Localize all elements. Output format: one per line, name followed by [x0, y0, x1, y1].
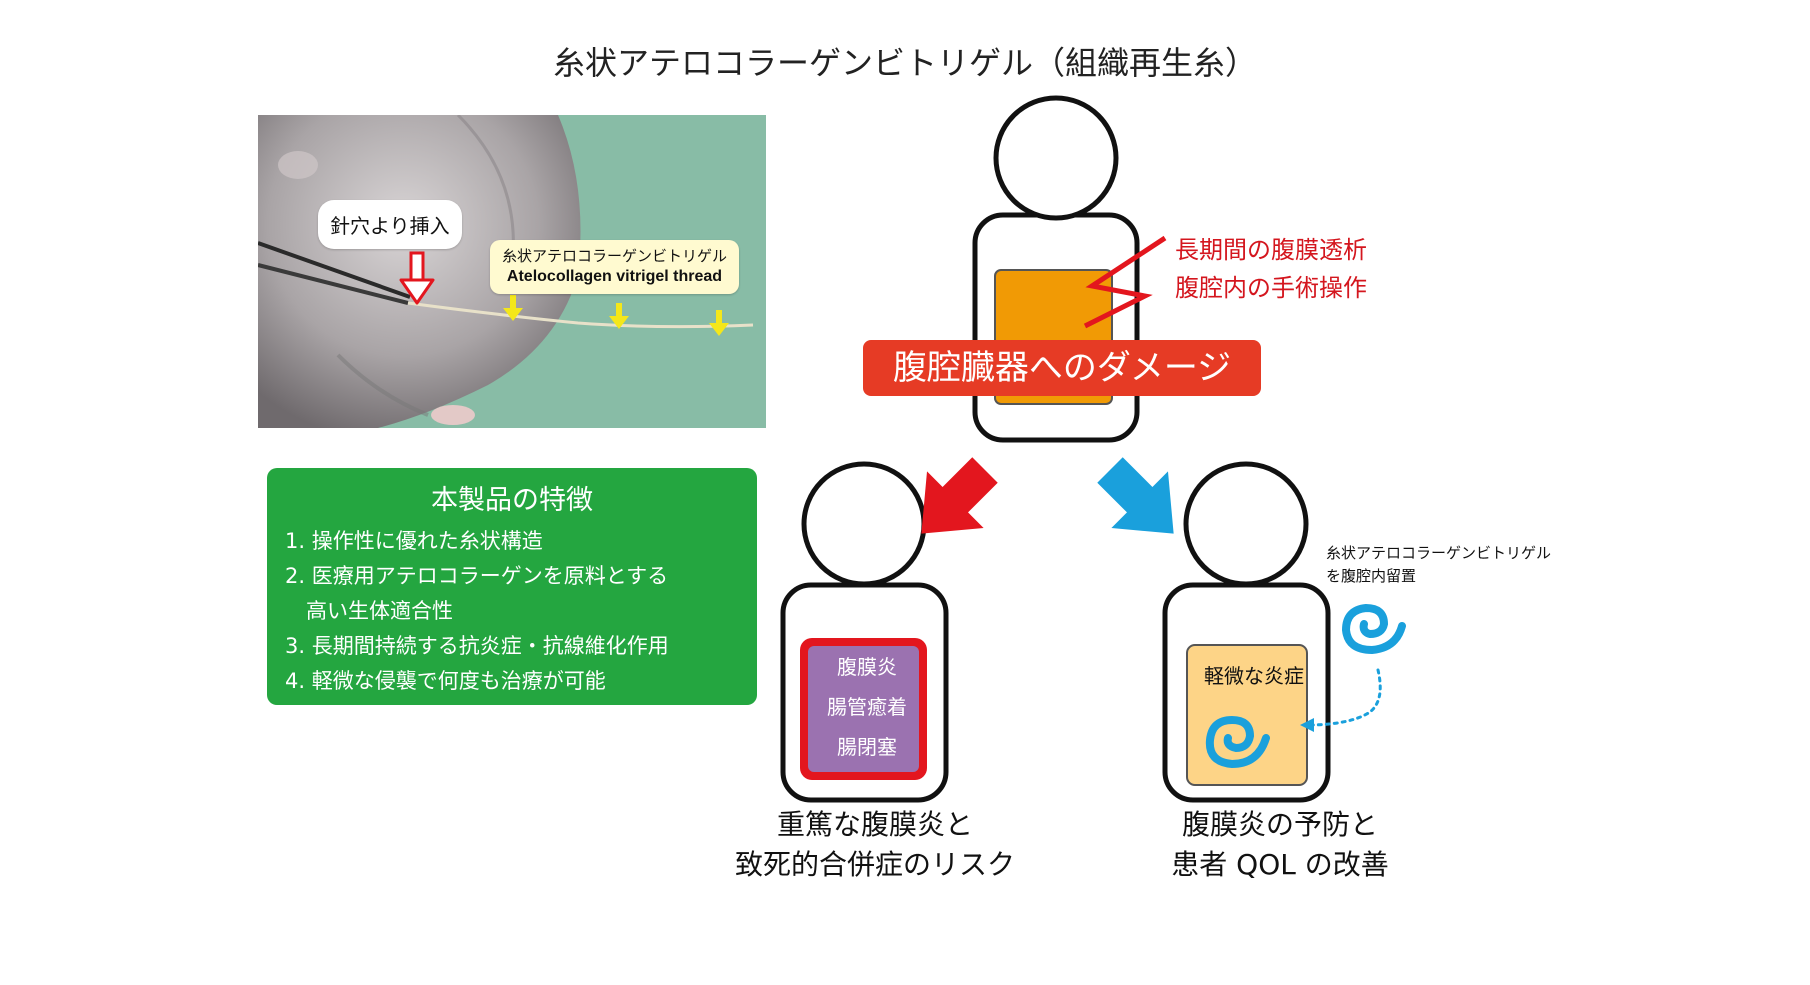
left-outcome: 重篤な腹膜炎と 致死的合併症のリスク — [710, 805, 1040, 885]
right-outcome-line1: 腹膜炎の予防と — [1181, 808, 1378, 841]
right-condition-box — [1186, 644, 1308, 786]
implant-arrowhead-icon — [1300, 718, 1314, 732]
features-box: 本製品の特徴 1. 操作性に優れた糸状構造 2. 医療用アテロコラーゲンを原料と… — [267, 468, 757, 705]
needle-insertion-label: 針穴より挿入 — [318, 200, 462, 249]
features-title: 本製品の特徴 — [431, 485, 593, 516]
right-outcome-line2: 患者 QOL の改善 — [1171, 847, 1389, 881]
feature-item: 1. 操作性に優れた糸状構造 — [285, 529, 543, 553]
yellow-arrow-icon — [503, 295, 729, 336]
thread-label-en: Atelocollagen vitrigel thread — [506, 268, 723, 286]
implanted-spiral-icon — [1205, 715, 1270, 769]
implant-label: 糸状アテロコラーゲンビトリゲル を腹腔内留置 — [1326, 542, 1551, 589]
blue-branch-arrow-icon — [1097, 457, 1174, 534]
right-condition: 軽微な炎症 — [1204, 664, 1304, 688]
condition-obstruction: 腸閉塞 — [837, 735, 897, 759]
feature-item: 3. 長期間持続する抗炎症・抗線維化作用 — [285, 634, 669, 658]
left-outcome-line2: 致死的合併症のリスク — [734, 847, 1015, 881]
thread-spiral-icon — [1341, 603, 1406, 655]
cause-dialysis: 長期間の腹膜透析 — [1175, 236, 1367, 264]
feature-item: 2. 医療用アテロコラーゲンを原料とする — [285, 564, 669, 588]
red-arrow-icon — [399, 251, 435, 305]
condition-peritonitis: 腹膜炎 — [837, 655, 897, 679]
lightning-icon — [1083, 235, 1167, 329]
thread-label-jp: 糸状アテロコラーゲンビトリゲル — [502, 247, 728, 265]
damage-banner: 腹腔臓器へのダメージ — [863, 340, 1261, 396]
feature-item: 高い生体適合性 — [285, 599, 453, 623]
condition-adhesion: 腸管癒着 — [827, 695, 907, 719]
page-title: 糸状アテロコラーゲンビトリゲル（組織再生糸） — [552, 44, 1257, 82]
thread-label: 糸状アテロコラーゲンビトリゲル Atelocollagen vitrigel t… — [490, 240, 740, 294]
feature-item: 4. 軽微な侵襲で何度も治療が可能 — [285, 669, 606, 693]
right-outcome: 腹膜炎の予防と 患者 QOL の改善 — [1110, 805, 1450, 885]
left-outcome-line1: 重篤な腹膜炎と — [776, 808, 973, 841]
red-branch-arrow-icon — [921, 457, 998, 534]
implant-dotted-arrow — [1310, 668, 1382, 727]
implant-label-line1: 糸状アテロコラーゲンビトリゲル — [1326, 544, 1552, 562]
left-conditions: 腹膜炎 腸管癒着 腸閉塞 — [812, 647, 922, 767]
implant-label-line2: を腹腔内留置 — [1326, 567, 1417, 586]
cause-surgery: 腹腔内の手術操作 — [1175, 274, 1367, 302]
mouse-photo: 針穴より挿入 糸状アテロコラーゲンビトリゲル Atelocollagen vit… — [257, 113, 766, 428]
left-condition-box — [808, 646, 919, 772]
